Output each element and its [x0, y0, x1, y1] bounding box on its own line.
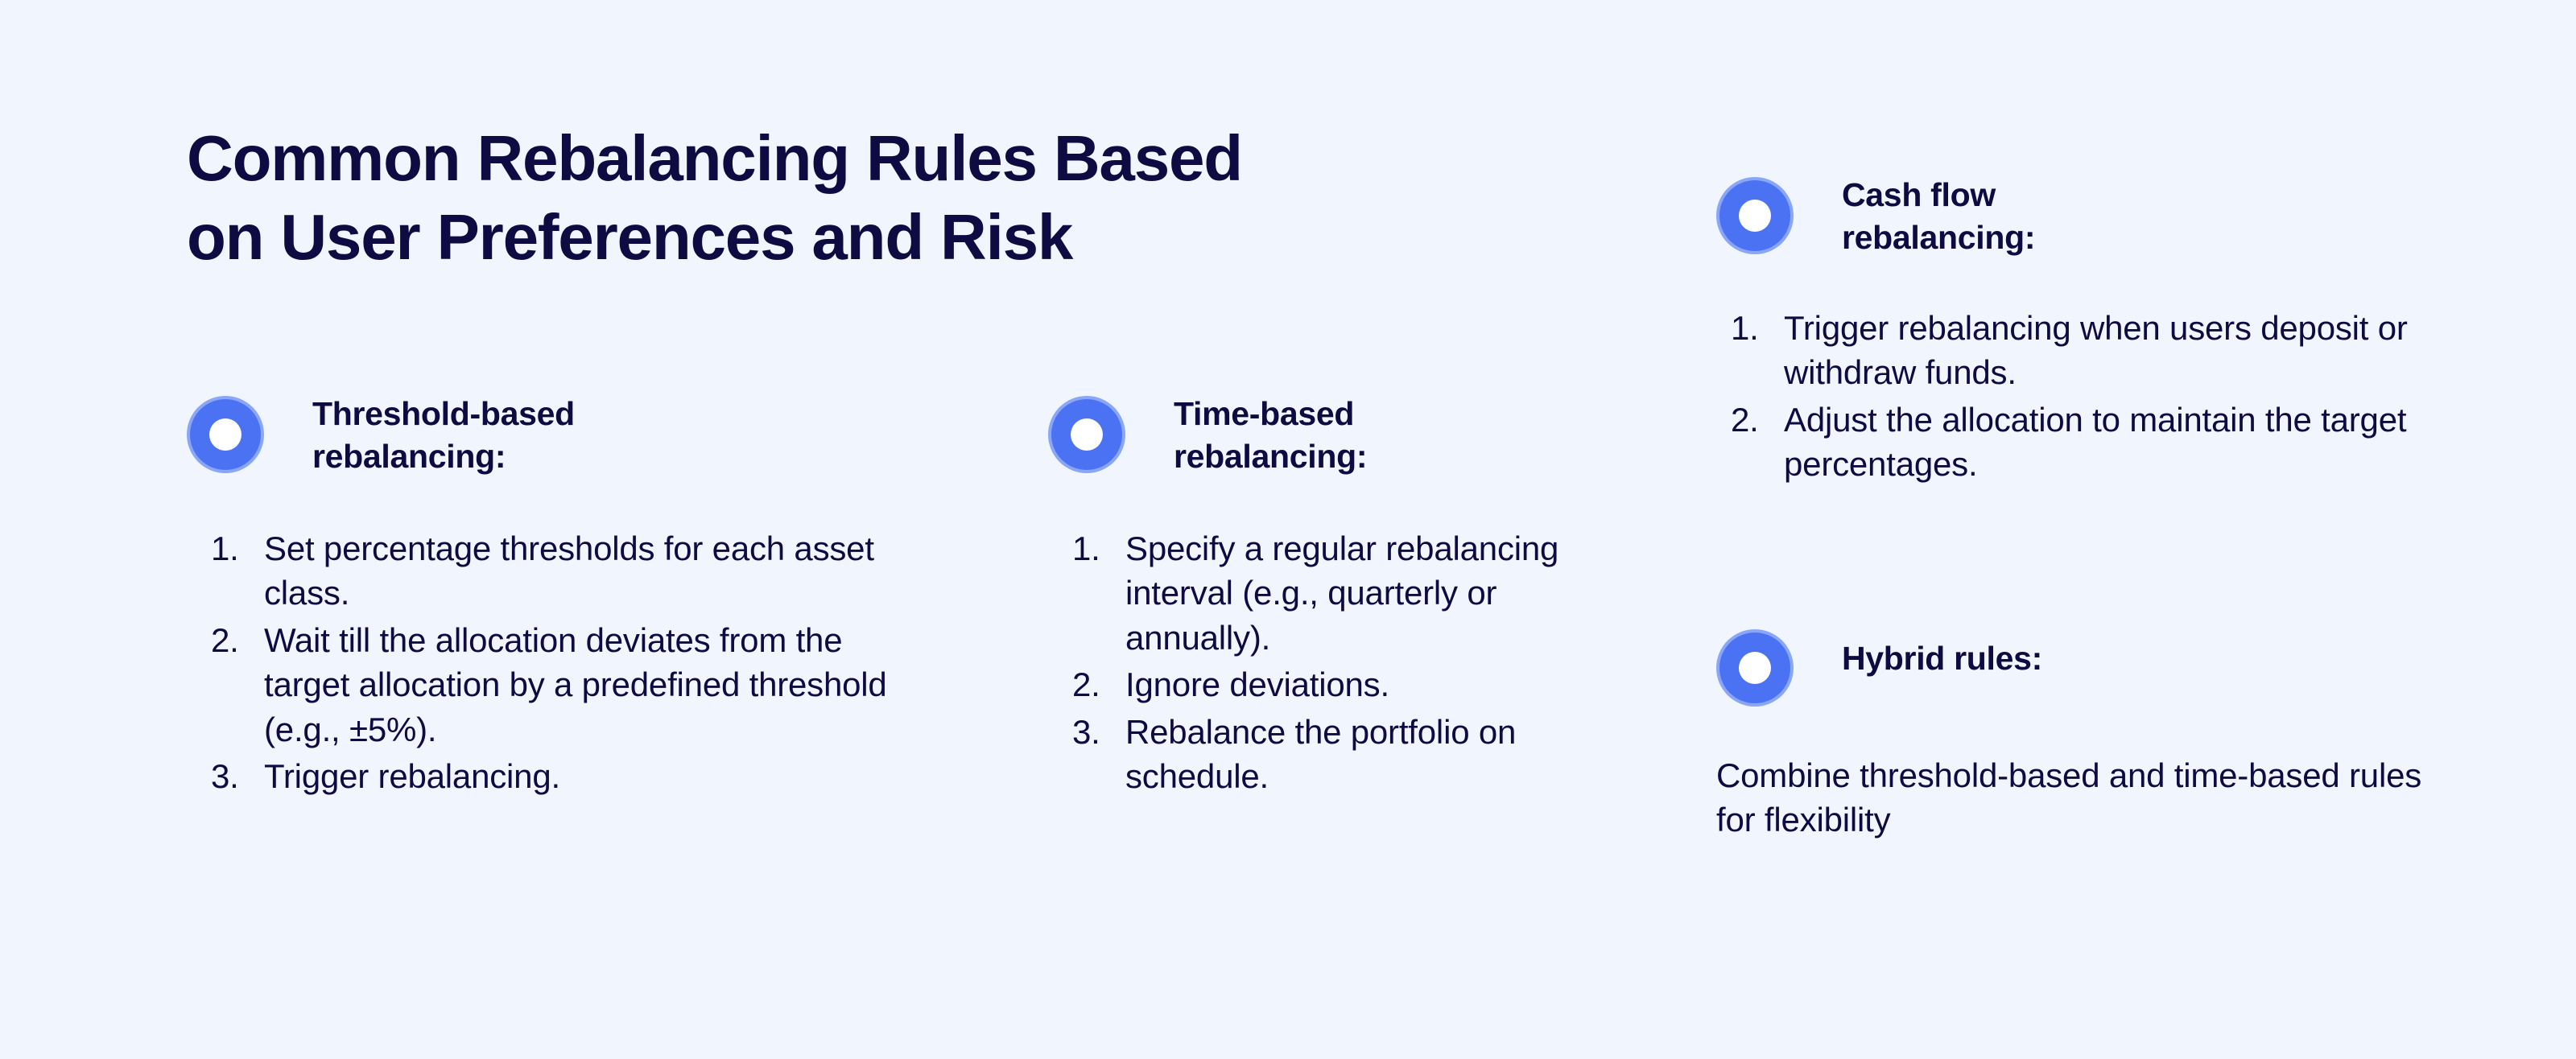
marker-ring — [190, 399, 261, 470]
section-header: Time-based rebalancing: — [1048, 393, 1612, 475]
marker-ring — [1719, 180, 1790, 251]
marker-core — [209, 418, 242, 451]
steps-list: Set percentage thresholds for each asset… — [211, 526, 895, 799]
filled-circle-marker-icon — [1716, 629, 1794, 707]
list-item: Set percentage thresholds for each asset… — [211, 526, 874, 612]
list-item: Ignore deviations. — [1072, 662, 1389, 707]
list-item: Adjust the allocation to maintain the ta… — [1731, 398, 2407, 484]
list-item: Specify a regular rebalancing interval (… — [1072, 526, 1559, 657]
section-header: Threshold-based rebalancing: — [187, 393, 895, 475]
list-item: Trigger rebalancing. — [211, 754, 560, 799]
filled-circle-marker-icon — [1716, 177, 1794, 254]
section-time-based-rebalancing: Time-based rebalancing: Specify a regula… — [1048, 393, 1612, 801]
marker-ring — [1051, 399, 1122, 470]
filled-circle-marker-icon — [1048, 396, 1125, 473]
steps-wrapper: Trigger rebalancing when users deposit o… — [1731, 306, 2441, 487]
list-item: Rebalance the portfolio on schedule. — [1072, 710, 1517, 796]
section-title: Hybrid rules: — [1842, 640, 2042, 677]
section-title: Time-based rebalancing: — [1174, 395, 1368, 476]
section-threshold-based-rebalancing: Threshold-based rebalancing: Set percent… — [187, 393, 895, 801]
section-header: Hybrid rules: — [1716, 626, 2441, 707]
section-hybrid-rules: Hybrid rules: Combine threshold-based an… — [1716, 626, 2441, 843]
marker-core — [1071, 418, 1103, 451]
section-header: Cash flow rebalancing: — [1716, 174, 2441, 256]
section-title: Cash flow rebalancing: — [1842, 176, 2036, 257]
page-title: Common Rebalancing Rules Based on User P… — [187, 122, 1243, 273]
list-item: Trigger rebalancing when users deposit o… — [1731, 306, 2408, 392]
marker-core — [1739, 652, 1771, 684]
paragraph-wrapper: Combine threshold-based and time-based r… — [1716, 753, 2441, 843]
section-cash-flow-rebalancing: Cash flow rebalancing: Trigger rebalanci… — [1716, 174, 2441, 489]
steps-list: Trigger rebalancing when users deposit o… — [1731, 306, 2441, 487]
steps-list: Specify a regular rebalancing interval (… — [1072, 526, 1612, 799]
marker-ring — [1719, 633, 1790, 703]
marker-core — [1739, 200, 1771, 232]
section-title: Threshold-based rebalancing: — [312, 395, 575, 476]
section-paragraph: Combine threshold-based and time-based r… — [1716, 756, 2422, 839]
filled-circle-marker-icon — [187, 396, 264, 473]
steps-wrapper: Specify a regular rebalancing interval (… — [1072, 526, 1612, 799]
steps-wrapper: Set percentage thresholds for each asset… — [211, 526, 895, 799]
list-item: Wait till the allocation deviates from t… — [211, 618, 887, 748]
